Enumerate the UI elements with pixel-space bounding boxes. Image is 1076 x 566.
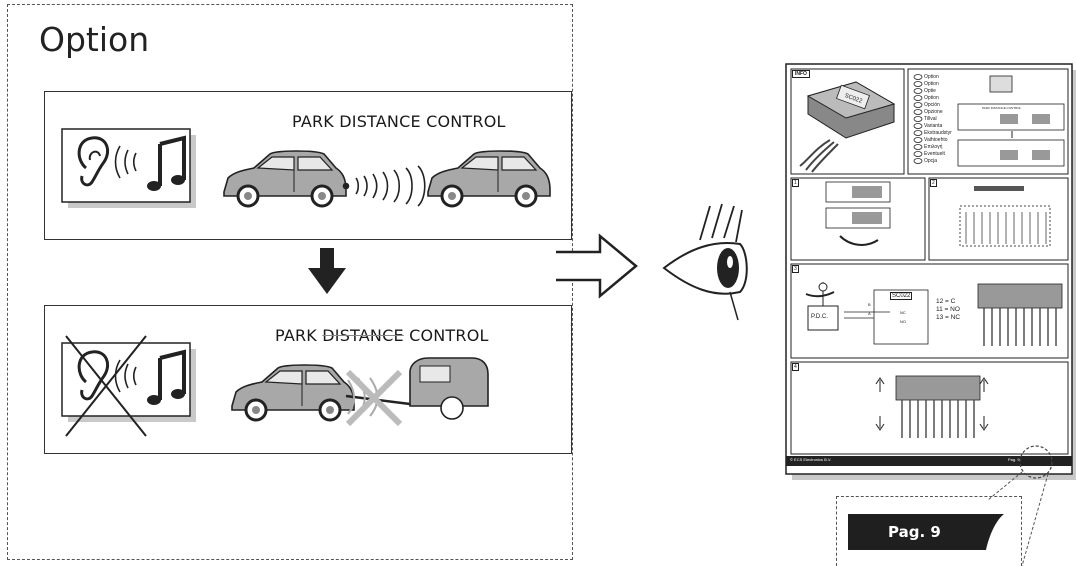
pin-item: 12 = C <box>936 298 956 305</box>
switch-label: A <box>868 311 871 316</box>
pdc-label-control: CONTROL <box>403 326 489 345</box>
callout-page-label: Pag. 9 <box>888 523 941 541</box>
lang-item: Optie <box>924 88 936 94</box>
callout-frame <box>836 496 1022 566</box>
manual-step-2: 2 <box>930 179 937 187</box>
lang-item: Eventuelt <box>924 151 945 157</box>
callout-leader-lines <box>987 471 1049 566</box>
car-icon <box>222 149 348 208</box>
music-note-icon <box>147 135 186 191</box>
manual-step-1: 1 <box>792 179 799 187</box>
caravan-icon <box>409 357 489 420</box>
sensor-waves <box>342 165 426 207</box>
manual-footer-left: © ECS Electronics B.V. <box>790 457 832 462</box>
eye-icon <box>662 203 748 321</box>
manual-switch-labels-right: NC NO <box>900 308 906 326</box>
manual-info-tag: INFO <box>792 70 810 78</box>
page-tab <box>848 514 1004 550</box>
manual-page <box>785 63 1076 480</box>
pin-item: 13 = NC <box>936 314 961 321</box>
manual-mini-pdc: PARK DISTANCE CONTROL <box>982 106 1022 110</box>
pdc-active-label: PARK DISTANCE CONTROL <box>292 112 506 131</box>
pdc-label-park: PARK <box>275 326 323 345</box>
car-icon <box>230 363 356 422</box>
switch-label: NO <box>900 319 906 324</box>
lang-item: Opzione <box>924 109 943 115</box>
pdc-inactive-label: PARK DISTANCE CONTROL <box>275 326 489 345</box>
ear-sound-muted-icon <box>61 335 196 437</box>
lang-item: Vaihtoehto <box>924 137 948 143</box>
manual-footer-right: Pag. 9 <box>1008 457 1020 462</box>
lang-item: Option <box>924 81 939 87</box>
lang-item: Επιλογή <box>924 144 943 150</box>
lang-item: Ekstraudstyr <box>924 130 952 136</box>
manual-language-list: Option Option Optie Option Opción Opzion… <box>924 74 952 165</box>
lang-item: Tillval <box>924 116 937 122</box>
switch-label: NC <box>900 310 906 315</box>
manual-pdc-box: P.D.C. <box>811 314 828 320</box>
tow-bar-cross <box>345 369 411 427</box>
car-icon <box>426 149 552 208</box>
manual-step-3: 3 <box>792 265 799 273</box>
down-arrow-icon <box>308 248 346 294</box>
manual-pin-list: 12 = C 11 = NO 13 = NC <box>936 298 960 322</box>
lang-item: Option <box>924 74 939 80</box>
lang-item: Option <box>924 95 939 101</box>
manual-module-small: SC022 <box>890 292 913 300</box>
switch-label: B <box>868 302 871 307</box>
option-title: Option <box>39 20 150 59</box>
pin-item: 11 = NO <box>936 306 960 313</box>
lang-item: Varianta <box>924 123 943 129</box>
lang-item: Opcja <box>924 158 938 164</box>
option-frame <box>7 4 573 560</box>
manual-step-4: 4 <box>792 363 799 371</box>
manual-switch-labels: B A <box>868 300 871 318</box>
right-arrow-icon <box>556 233 638 299</box>
pdc-label-distance-struck: DISTANCE <box>322 326 404 345</box>
lang-item: Opción <box>924 102 940 108</box>
